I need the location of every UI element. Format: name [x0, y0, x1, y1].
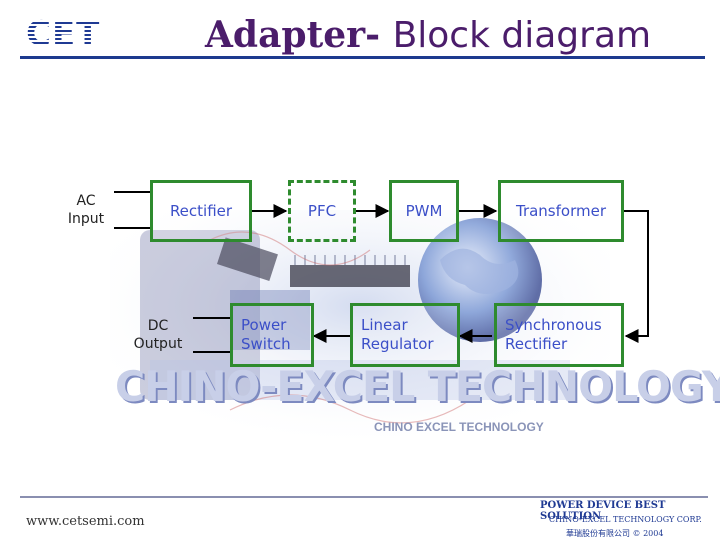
footer-divider	[20, 496, 708, 498]
block-pwm-label: PWM	[405, 201, 443, 220]
title-underline	[20, 56, 705, 59]
footer-corporation-name: CHINO-EXCEL TECHNOLOGY CORP.	[549, 515, 702, 524]
block-power-switch: Power Switch	[230, 303, 314, 367]
block-pfc-label: PFC	[307, 201, 337, 220]
title-part-block-diagram: Block diagram	[392, 15, 652, 56]
ac-input-label: AC Input	[67, 193, 105, 228]
footer-tagline: POWER DEVICE BEST SOLUTION	[540, 500, 666, 522]
footer-website-link[interactable]: www.cetsemi.com	[26, 514, 145, 529]
block-transformer: Transformer	[498, 180, 624, 242]
block-pwm: PWM	[389, 180, 459, 242]
cet-logo: CET	[26, 14, 104, 54]
block-rectifier-label: Rectifier	[169, 201, 233, 220]
logo-text: CET	[26, 14, 101, 54]
dc-output-label: DC Output	[133, 318, 183, 353]
watermark-company-subtitle: CHINO EXCEL TECHNOLOGY	[374, 420, 544, 434]
title-part-adapter: Adapter-	[205, 14, 393, 56]
block-linear-regulator: Linear Regulator	[350, 303, 460, 367]
block-pfc: PFC	[288, 180, 356, 242]
block-synchronous-rectifier: Synchronous Rectifier	[494, 303, 624, 367]
background-collage-image	[110, 210, 610, 450]
page-title: Adapter- Block diagram	[205, 14, 651, 60]
arrow-transformer-to-sync-rectifier	[624, 210, 649, 343]
footer-chinese-name-copyright: 華瑞股份有限公司 © 2004	[566, 529, 664, 538]
block-power-switch-label: Power Switch	[241, 316, 291, 353]
block-transformer-label: Transformer	[515, 201, 606, 220]
block-rectifier: Rectifier	[150, 180, 252, 242]
block-linear-regulator-label: Linear Regulator	[361, 316, 434, 353]
block-synchronous-rectifier-label: Synchronous Rectifier	[505, 316, 602, 353]
